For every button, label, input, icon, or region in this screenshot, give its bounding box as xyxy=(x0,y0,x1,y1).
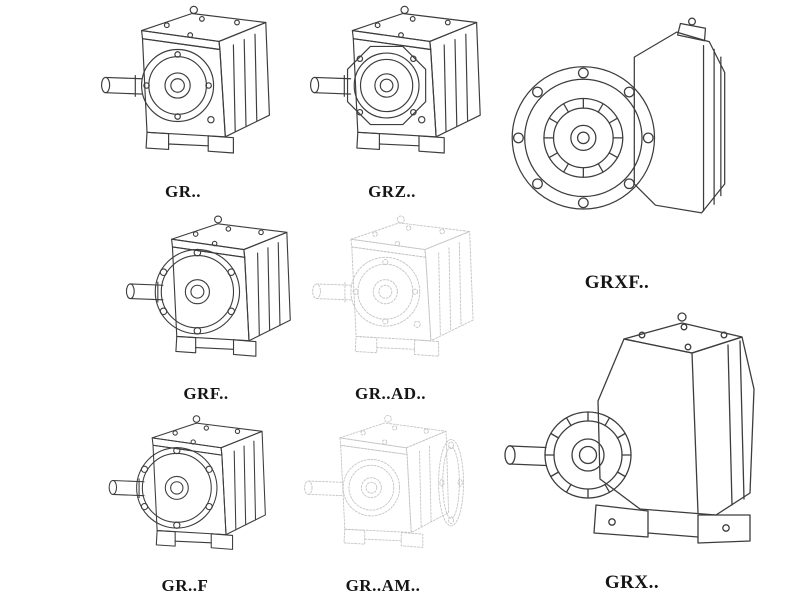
gearbox-grad-drawing xyxy=(288,210,493,382)
gearbox-grxf-drawing xyxy=(492,0,742,270)
gearbox-gr-drawing xyxy=(78,0,288,180)
gearbox-grx-figure: GRX.. xyxy=(492,300,772,598)
gearbox-grz-drawing xyxy=(292,0,492,180)
gearbox-grf-figure: GRF.. xyxy=(100,210,312,408)
gearbox-grf-label: GRF.. xyxy=(183,384,229,403)
gearbox-grxf-figure: GRXF.. xyxy=(492,0,742,298)
gearbox-gram-label: GR..AM.. xyxy=(345,576,421,595)
gearbox-grf2-label: GR..F xyxy=(161,576,209,595)
gearbox-gram-drawing xyxy=(283,408,483,574)
gearbox-grf-drawing xyxy=(100,210,312,382)
gearbox-grf2-drawing xyxy=(80,410,290,574)
gearbox-grad-figure: GR..AD.. xyxy=(288,210,493,408)
gearbox-grxf-label: GRXF.. xyxy=(584,272,650,293)
gearbox-grf2-figure: GR..F xyxy=(80,410,290,600)
gearbox-grz-figure: GRZ.. xyxy=(292,0,492,206)
gearbox-grx-drawing xyxy=(492,300,772,570)
gearbox-gr-figure: GR.. xyxy=(78,0,288,206)
gearbox-gr-label: GR.. xyxy=(165,182,201,201)
gearbox-grx-label: GRX.. xyxy=(604,572,660,593)
gearbox-grad-label: GR..AD.. xyxy=(354,384,427,403)
gearbox-grz-label: GRZ.. xyxy=(368,182,416,201)
gearbox-gram-figure: GR..AM.. xyxy=(283,408,483,600)
